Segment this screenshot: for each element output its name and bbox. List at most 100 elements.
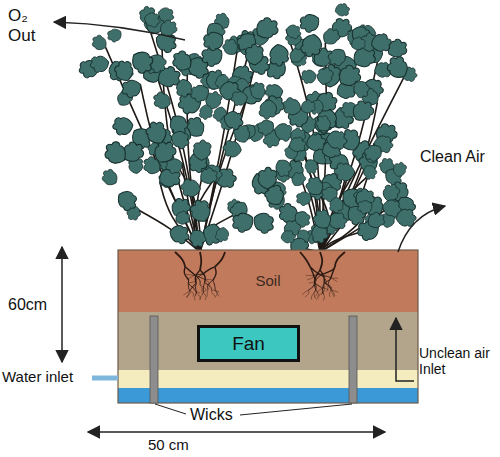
height-dimension — [61, 247, 63, 362]
wicks-label: Wicks — [190, 406, 250, 424]
ivy-leaf — [298, 97, 317, 116]
ivy-leaf — [365, 209, 388, 232]
soil-layer-label: Soil — [118, 250, 418, 312]
ivy-leaf — [287, 135, 308, 154]
ivy-leaf — [325, 45, 349, 69]
root — [183, 291, 189, 295]
ivy-leaf — [350, 78, 373, 101]
root — [203, 289, 208, 294]
root — [193, 274, 203, 276]
root — [331, 290, 335, 297]
ivy-leaf — [369, 32, 393, 55]
root — [213, 267, 216, 280]
ivy-leaf — [222, 110, 245, 131]
ivy-leaf — [200, 27, 227, 54]
ivy-leaf — [259, 99, 277, 119]
oxygen-out-label: O₂ Out — [8, 6, 52, 45]
wick — [349, 316, 357, 403]
root — [185, 267, 195, 276]
root — [322, 293, 324, 301]
air-inlet-arrow — [396, 318, 414, 381]
ivy-leaf — [303, 174, 328, 199]
ivy-leaf — [361, 141, 385, 165]
ivy-leaf — [99, 167, 121, 188]
root — [200, 285, 202, 292]
root — [335, 252, 345, 267]
ivy-leaf — [300, 33, 323, 58]
root — [200, 252, 201, 270]
air-inlet-label: Unclean air Inlet — [419, 345, 497, 377]
root — [306, 275, 314, 276]
ivy-leaf — [250, 210, 277, 236]
ivy-leaf — [349, 34, 368, 53]
ivy-leaf — [173, 209, 192, 228]
root — [324, 280, 330, 288]
ivy-leaf — [88, 53, 111, 75]
node-text: Fan — [229, 333, 268, 355]
ivy-leaf — [199, 105, 213, 120]
ivy-leaf — [223, 140, 242, 157]
root — [203, 267, 215, 274]
root — [186, 274, 193, 275]
oxygen-arrow — [54, 22, 185, 40]
ivy-leaf — [334, 162, 356, 181]
root — [328, 280, 331, 290]
planter-outline — [118, 250, 418, 403]
root — [320, 270, 324, 283]
ivy-leaf — [230, 89, 249, 107]
root — [323, 267, 335, 274]
fan-box: Fan — [197, 325, 300, 362]
water-reservoir — [118, 388, 418, 403]
root — [187, 276, 194, 279]
ivy-leaf — [326, 131, 347, 149]
ivy-leaf — [181, 179, 201, 197]
ivy-leaf — [220, 36, 241, 58]
root — [197, 293, 201, 300]
root — [188, 280, 190, 290]
ivy-leaf — [290, 170, 308, 189]
ivy-leaf — [316, 66, 334, 85]
node-text: Soil — [252, 272, 283, 289]
root — [213, 280, 215, 290]
ivy-leaf — [285, 24, 302, 40]
ivy-leaf — [334, 2, 351, 18]
root — [212, 290, 216, 296]
ivy-leaf — [349, 97, 377, 126]
ivy-leaf — [169, 48, 196, 74]
soil-layer — [118, 250, 418, 312]
ivy-leaf — [101, 138, 131, 167]
ivy-leaf — [302, 157, 321, 176]
air-inlet-layer — [118, 370, 418, 388]
leader-line — [155, 404, 186, 414]
clean-air-arrow — [398, 206, 445, 252]
root — [190, 283, 196, 291]
root — [318, 288, 324, 292]
root — [207, 289, 208, 297]
ivy-leaf — [151, 90, 173, 110]
ivy-leaf — [393, 161, 407, 177]
ivy-leaf — [112, 58, 137, 84]
ivy-leaf — [168, 224, 191, 245]
root — [314, 292, 317, 299]
root — [311, 292, 314, 299]
ivy-leaf — [248, 80, 269, 102]
ivy-leaf — [142, 118, 170, 147]
root — [208, 280, 213, 289]
ivy-leaf — [280, 229, 297, 245]
root — [203, 293, 206, 300]
root — [313, 274, 323, 276]
ivy-leaf — [360, 163, 379, 182]
wick — [150, 316, 158, 403]
air-chamber — [118, 312, 418, 370]
ivy-leaf — [272, 157, 295, 180]
ivy-leaf — [215, 227, 230, 243]
ivy-leaf — [105, 26, 124, 45]
clean-air-label: Clean Air — [420, 148, 490, 166]
ivy-leaf — [267, 43, 290, 68]
ivy-leaf — [144, 12, 161, 28]
ivy-leaf — [244, 43, 265, 66]
ivy-leaf — [383, 53, 412, 82]
root — [307, 276, 313, 280]
